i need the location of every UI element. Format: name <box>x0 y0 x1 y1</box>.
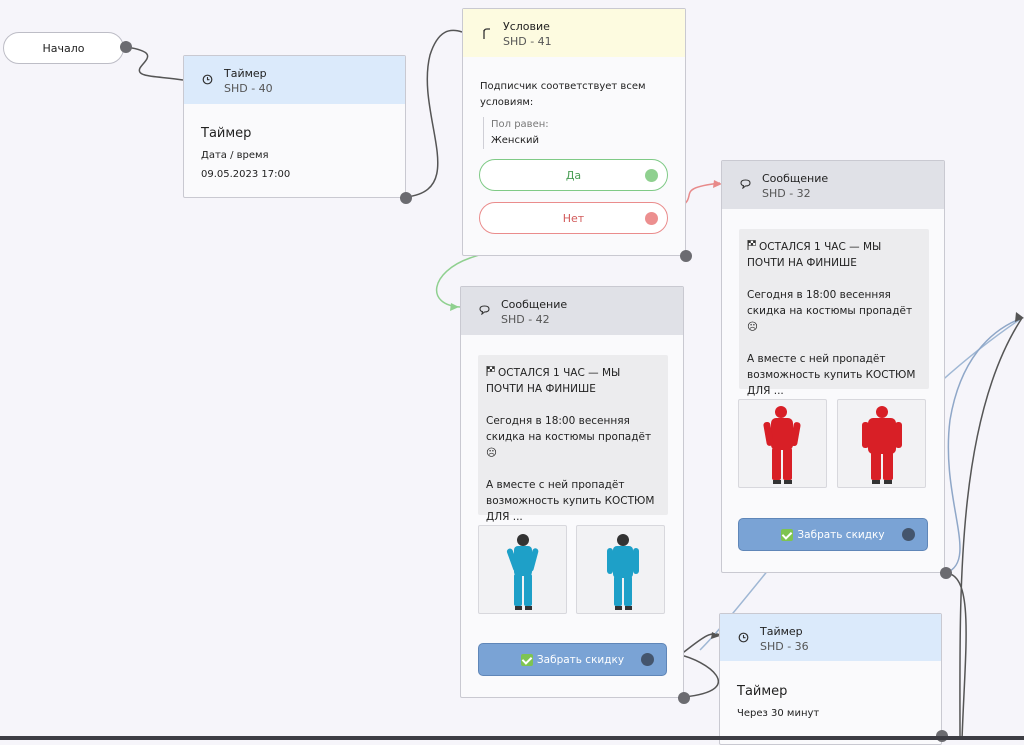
link-message42-timer2 <box>678 633 721 698</box>
start-output-port[interactable] <box>120 41 132 53</box>
get-discount-button[interactable]: Забрать скидку <box>738 518 928 551</box>
node-header: Таймер SHD - 40 <box>184 56 405 104</box>
check-mark-icon <box>520 653 533 666</box>
message-paragraph: А вместе с ней пропадёт возможность купи… <box>747 353 916 397</box>
message-headline: ОСТАЛСЯ 1 ЧАС — МЫ ПОЧТИ НА ФИНИШЕ <box>747 241 882 269</box>
checkered-flag-icon <box>486 365 495 381</box>
clock-icon <box>200 74 214 85</box>
node-header: Сообщение SHD - 32 <box>722 161 944 209</box>
timer-delay: Через 30 минут <box>737 708 820 719</box>
message-node-32[interactable]: Сообщение SHD - 32 ОСТАЛСЯ 1 ЧАС — МЫ ПО… <box>721 160 945 573</box>
arrow-head <box>450 303 459 311</box>
node-title: Таймер <box>224 67 267 80</box>
button-output-port[interactable] <box>641 653 654 666</box>
branch-no-port[interactable] <box>645 212 658 225</box>
product-photo[interactable] <box>738 399 827 488</box>
red-ski-suit-image <box>862 406 902 484</box>
product-photo[interactable] <box>837 399 926 488</box>
branch-no-button[interactable]: Нет <box>479 202 668 234</box>
chat-bubble-icon <box>738 179 752 189</box>
blue-ski-suit-image <box>506 534 539 610</box>
node-id: SHD - 40 <box>224 82 273 95</box>
timer-node-40[interactable]: Таймер SHD - 40 Таймер Дата / время 09.0… <box>183 55 406 198</box>
message-headline: ОСТАЛСЯ 1 ЧАС — МЫ ПОЧТИ НА ФИНИШЕ <box>486 367 621 395</box>
node-id: SHD - 36 <box>760 640 809 653</box>
get-discount-button[interactable]: Забрать скидку <box>478 643 667 676</box>
button-output-port[interactable] <box>902 528 915 541</box>
node-header: Сообщение SHD - 42 <box>461 287 683 335</box>
checkered-flag-icon <box>747 239 756 255</box>
branch-yes-label: Да <box>565 168 582 182</box>
blue-ski-suit-image <box>607 534 639 610</box>
link-message32-down <box>945 572 967 740</box>
chat-bubble-icon <box>477 305 491 315</box>
branch-yes-port[interactable] <box>645 169 658 182</box>
product-photo[interactable] <box>478 525 567 614</box>
message-paragraph: А вместе с ней пропадёт возможность купи… <box>486 479 655 523</box>
node-title: Условие <box>503 20 550 33</box>
branch-no-label: Нет <box>562 211 585 225</box>
split-icon <box>479 27 493 39</box>
branch-yes-button[interactable]: Да <box>479 159 668 191</box>
timer-body-title: Таймер <box>201 126 252 141</box>
red-ski-suit-image <box>763 406 801 484</box>
timer-40-output-port[interactable] <box>400 192 412 204</box>
timer-node-36[interactable]: Таймер SHD - 36 Таймер Через 30 минут <box>719 613 942 745</box>
link-timer-condition <box>405 29 463 198</box>
message-text-bubble: ОСТАЛСЯ 1 ЧАС — МЫ ПОЧТИ НА ФИНИШЕ Сегод… <box>478 355 668 523</box>
button-label: Забрать скидку <box>797 528 885 541</box>
node-header: Таймер SHD - 36 <box>720 614 941 661</box>
check-mark-icon <box>781 528 794 541</box>
link-start-timer <box>125 46 184 81</box>
condition-node-41[interactable]: Условие SHD - 41 Подписчик соответствует… <box>462 8 686 256</box>
clock-icon <box>736 632 750 643</box>
condition-41-output-port[interactable] <box>680 250 692 262</box>
message-32-output-port[interactable] <box>940 567 952 579</box>
timer-datetime: 09.05.2023 17:00 <box>201 169 291 180</box>
bottom-edge-bar <box>0 736 1024 740</box>
rule-label: Пол равен: <box>491 119 549 130</box>
node-title: Таймер <box>760 625 803 638</box>
start-label: Начало <box>42 41 85 55</box>
node-title: Сообщение <box>501 298 568 311</box>
button-label: Забрать скидку <box>536 653 625 666</box>
condition-description: Подписчик соответствует всем условиям: <box>480 81 646 108</box>
timer-body-title: Таймер <box>737 684 788 699</box>
condition-rule: Пол равен: Женский <box>483 117 549 149</box>
message-42-output-port[interactable] <box>678 692 690 704</box>
link-gray-out <box>959 317 1023 740</box>
rule-value: Женский <box>491 135 539 146</box>
start-node[interactable]: Начало <box>3 32 124 64</box>
node-id: SHD - 41 <box>503 35 552 48</box>
product-photo[interactable] <box>576 525 665 614</box>
message-node-42[interactable]: Сообщение SHD - 42 ОСТАЛСЯ 1 ЧАС — МЫ ПО… <box>460 286 684 698</box>
arrow-head <box>1015 312 1024 322</box>
node-header: Условие SHD - 41 <box>463 9 685 57</box>
node-id: SHD - 32 <box>762 187 811 200</box>
timer-mode: Дата / время <box>201 150 269 161</box>
message-paragraph: Сегодня в 18:00 весенняя скидка на костю… <box>747 289 913 333</box>
link-message32-out <box>945 317 1023 574</box>
message-paragraph: Сегодня в 18:00 весенняя скидка на костю… <box>486 415 652 459</box>
node-title: Сообщение <box>762 172 829 185</box>
message-text-bubble: ОСТАЛСЯ 1 ЧАС — МЫ ПОЧТИ НА ФИНИШЕ Сегод… <box>739 229 929 397</box>
node-id: SHD - 42 <box>501 313 550 326</box>
